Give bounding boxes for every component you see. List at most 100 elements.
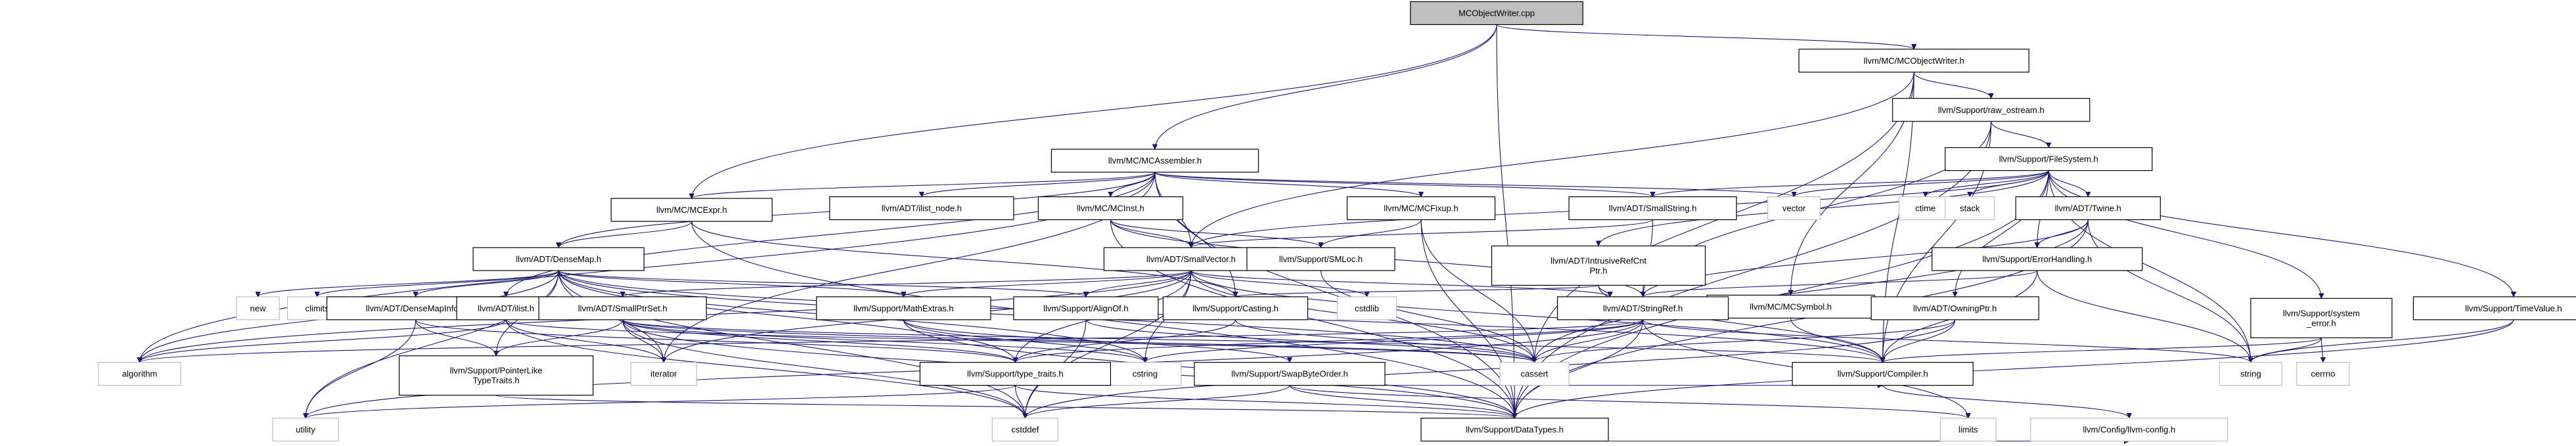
node-box [1870,296,2039,321]
node-box [2015,196,2161,221]
edge-n8-n16 [1110,219,1191,248]
node-label: llvm/Support/AlignOf.h [1043,303,1128,313]
node-label: vector [1782,204,1806,213]
edge-n23-n34 [140,319,507,363]
edge-n22-n38 [415,319,1016,363]
graph-node-n9[interactable]: llvm/MC/MCFixup.h [1346,196,1496,221]
graph-node-n39[interactable]: llvm/Support/SwapByteOrder.h [1194,362,1386,386]
node-label: llvm/ADT/IntrusiveRefCnt [1550,256,1646,265]
graph-node-n30[interactable]: llvm/ADT/StringRef.h [1557,296,1729,321]
graph-node-n12[interactable]: ctime [1899,196,1953,221]
node-box [1013,296,1159,321]
node-label: llvm/ADT/DenseMap.h [516,254,601,264]
graph-node-n46[interactable]: llvm/Support/DataTypes.h [1420,417,1609,442]
node-label: cstdlib [1355,303,1379,313]
graph-node-n25[interactable]: llvm/Support/MathExtras.h [816,296,991,321]
node-box [236,296,280,321]
edge-n30-n42 [1642,319,2251,363]
edge-n33-n46 [1515,319,2514,418]
edge-n15-n38 [558,270,1015,363]
graph-node-n47[interactable]: limits [1939,417,1997,442]
graph-node-n32[interactable]: llvm/Support/system_error.h [2250,298,2393,338]
graph-node-n26[interactable]: llvm/Support/AlignOf.h [1013,296,1159,321]
node-label: llvm/Support/PointerLike [450,366,543,376]
graph-node-n11[interactable]: vector [1767,196,1821,221]
node-box [399,355,594,396]
node-label: limits [1958,425,1978,435]
edge-n23-n36 [505,319,664,363]
edge-n2-n7 [922,171,1156,198]
node-label: llvm/ADT/StringRef.h [1603,303,1683,313]
edge-n23-n40 [505,319,1534,363]
edge-n15-n20 [258,270,559,298]
graph-node-n27[interactable]: llvm/Support/Casting.h [1162,296,1309,321]
graph-node-n17[interactable]: llvm/Support/SMLoc.h [1246,247,1395,271]
edge-n15-n25 [558,270,903,298]
graph-node-n1[interactable]: llvm/MC/MCObjectWriter.h [1798,49,2029,73]
graph-node-n45[interactable]: cstddef [991,417,1059,442]
node-label: llvm/ADT/Twine.h [2055,204,2121,213]
graph-node-n31[interactable]: llvm/ADT/OwningPtr.h [1870,296,2039,321]
edge-n39-n45 [1025,385,1290,418]
graph-node-n13[interactable]: stack [1945,196,1995,221]
graph-node-n6[interactable]: llvm/Support/FileSystem.h [1945,147,2153,171]
graph-node-n37[interactable]: cstring [1108,362,1182,386]
graph-node-n28[interactable]: cstdlib [1336,296,1397,321]
graph-node-n36[interactable]: iterator [630,362,697,386]
graph-node-n5[interactable]: llvm/Support/raw_ostream.h [1892,98,2090,122]
graph-node-n0[interactable]: MCObjectWriter.cpp [1410,1,1583,26]
node-label: llvm/ADT/SmallString.h [1609,204,1697,213]
node-box [98,362,181,386]
edge-n19-n30 [1643,270,2038,298]
graph-node-n20[interactable]: new [236,296,280,321]
edge-n27-n38 [1015,319,1236,363]
graph-node-n7[interactable]: llvm/ADT/ilist_node.h [829,196,1014,221]
graph-node-n40[interactable]: cassert [1499,362,1570,386]
edge-n2-n9 [1154,171,1421,198]
edge-n35-n46 [495,395,1514,419]
node-box [1346,196,1496,221]
node-label: Ptr.h [1590,265,1608,275]
graph-node-n24[interactable]: llvm/ADT/SmallPtrSet.h [538,296,707,321]
edge-n14-n19 [2037,219,2089,248]
node-label: llvm/ADT/SmallVector.h [1146,254,1236,264]
node-label: climits [305,303,330,313]
edge-n0-n1 [1496,24,1914,50]
graph-node-n15[interactable]: llvm/ADT/DenseMap.h [472,247,644,271]
edge-n16-n41 [1190,270,1883,363]
edge-n0-n46 [1496,24,1515,418]
graph-node-n48[interactable]: llvm/Config/llvm-config.h [2030,417,2228,442]
graph-node-n34[interactable]: algorithm [98,362,181,386]
graph-node-n19[interactable]: llvm/Support/ErrorHandling.h [1932,247,2143,271]
edge-n32-n43 [2321,338,2323,362]
node-box [538,296,707,321]
graph-node-n3[interactable]: llvm/MC/MCExpr.h [610,198,773,222]
graph-node-n4[interactable]: llvm/MC/MCSymbol.h [1706,294,1875,319]
edge-n6-n14 [2048,170,2088,197]
graph-node-n8[interactable]: llvm/MC/MCInst.h [1037,196,1184,221]
edge-n32-n41 [1883,337,2322,363]
node-label: algorithm [122,369,157,379]
edge-n15-n26 [558,270,1086,298]
node-label: llvm/Support/raw_ostream.h [1938,105,2045,115]
graph-node-n43[interactable]: cerrno [2296,362,2350,386]
graph-node-n41[interactable]: llvm/Support/Compiler.h [1792,362,1974,386]
node-box [630,362,697,386]
edge-n9-n17 [1321,219,1422,248]
node-box [1945,147,2153,171]
graph-node-n44[interactable]: utility [272,417,339,442]
graph-node-n38[interactable]: llvm/Support/type_traits.h [919,362,1112,386]
graph-node-n10[interactable]: llvm/ADT/SmallString.h [1568,196,1737,221]
graph-node-n42[interactable]: string [2219,362,2282,386]
graph-node-n33[interactable]: llvm/Support/TimeValue.h [2412,296,2576,321]
edge-n30-n34 [140,319,1644,363]
node-label: new [250,303,266,313]
graph-node-n14[interactable]: llvm/ADT/Twine.h [2015,196,2161,221]
edge-n38-n44 [305,385,1016,419]
graph-node-n2[interactable]: llvm/MC/MCAssembler.h [1051,148,1259,173]
edge-n31-n41 [1883,319,1956,363]
node-box [472,247,644,271]
